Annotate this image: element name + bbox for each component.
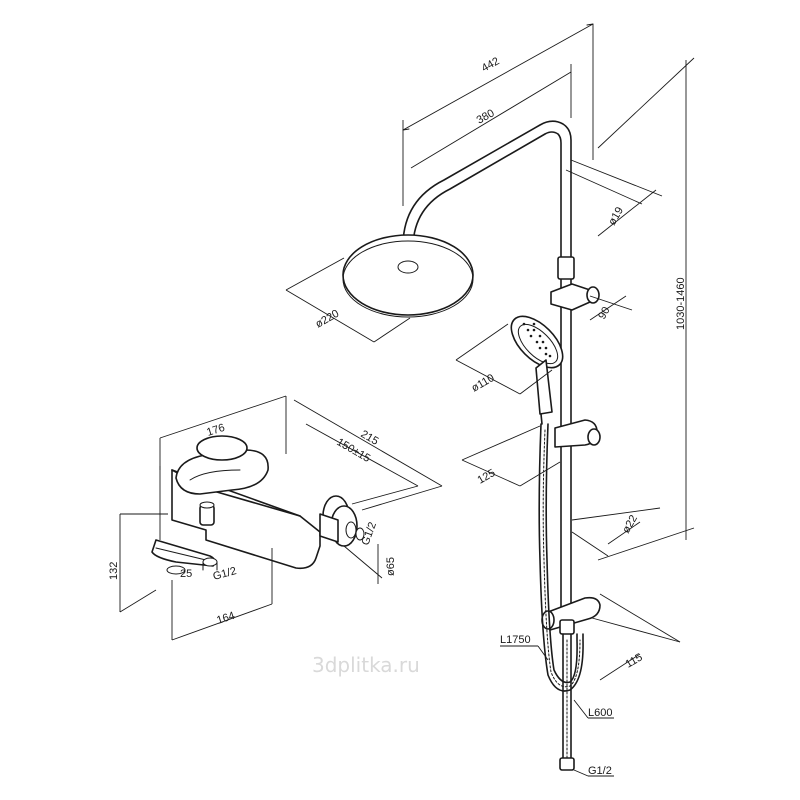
dim-hose-thread: G1/2	[588, 765, 612, 777]
head-shower	[342, 234, 474, 318]
dimension-lines	[119, 23, 695, 777]
dim-hand-shower-diameter: ø110	[470, 372, 497, 395]
dim-outlet-thread: G1/2	[360, 521, 379, 548]
dim-mixer-depth: 176	[205, 422, 226, 439]
bath-mixer	[151, 435, 365, 575]
dim-380: 380	[475, 107, 497, 126]
dim-mixer-spout: 164	[215, 610, 236, 627]
dim-holder-offset: 90	[596, 305, 613, 322]
shower-column	[402, 120, 601, 635]
dim-flange-diameter: ø65	[385, 557, 397, 576]
dim-mixer-thread: G1/2	[212, 565, 238, 583]
dim-hose-short-length: L600	[588, 707, 612, 719]
dim-rail-holder-offset: 125	[476, 467, 498, 487]
dim-angle: 25	[180, 568, 192, 580]
dim-rail-height: 1030-1460	[675, 277, 687, 330]
dim-mixer-width: 215	[359, 428, 381, 448]
dim-hose-length: L1750	[500, 634, 531, 646]
hand-shower	[510, 315, 564, 425]
dim-442: 442	[480, 55, 502, 74]
dim-head-diameter: ø220	[314, 308, 342, 331]
dim-mixer-height: 132	[108, 562, 120, 580]
shower-hose	[538, 423, 584, 771]
watermark: 3dplitka.ru	[312, 653, 420, 677]
dim-bottom-holder-offset: 115	[624, 651, 645, 670]
